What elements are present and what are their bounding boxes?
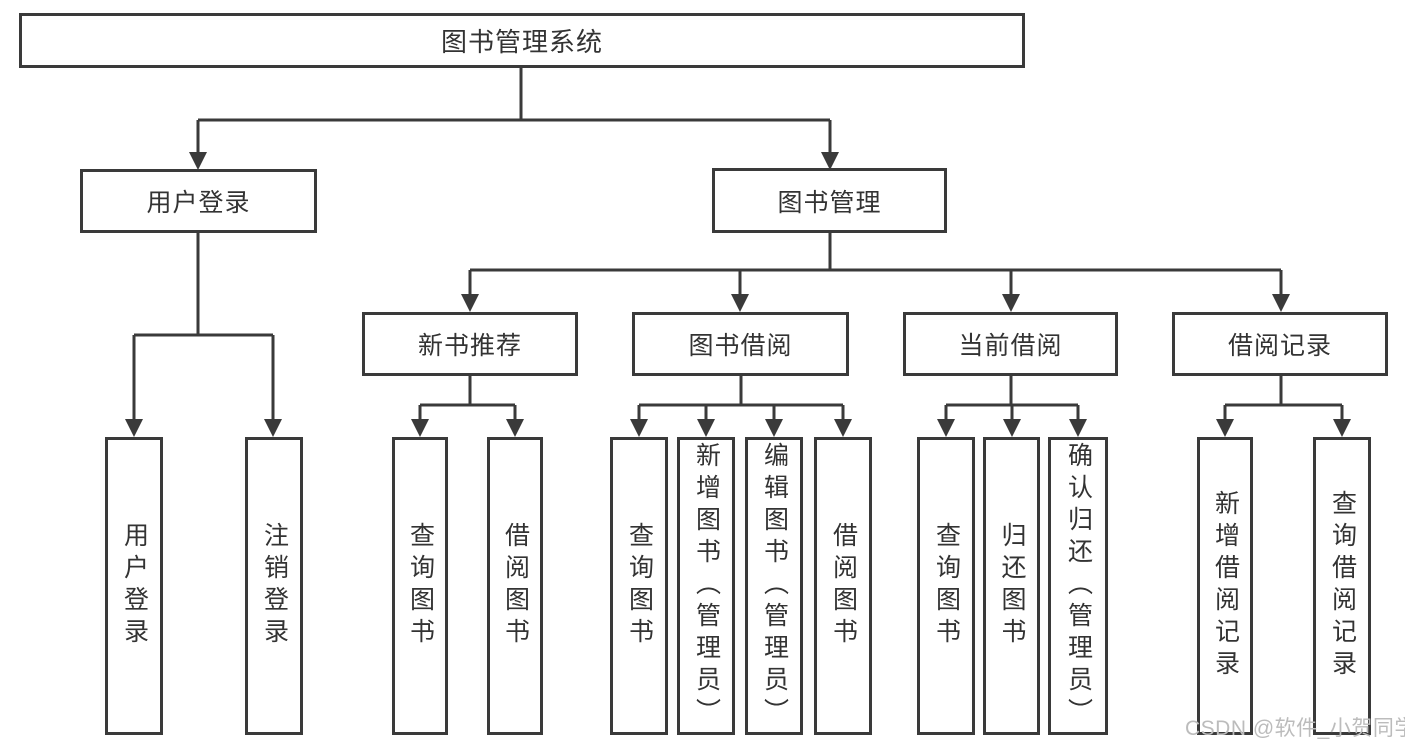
leaf-cb-confirm-return-admin-label: 确认归还（管理员）	[1064, 442, 1093, 730]
leaf-bb-add-books-admin: 新增图书（管理员）	[677, 437, 735, 735]
leaf-br-query-record: 查询借阅记录	[1313, 437, 1371, 735]
leaf-bb-edit-books-admin-label: 编辑图书（管理员）	[760, 442, 789, 730]
leaf-cb-query-books-label: 查询图书	[932, 522, 961, 650]
leaf-br-add-record-label: 新增借阅记录	[1211, 490, 1240, 682]
node-current-borrowing: 当前借阅	[903, 312, 1118, 376]
leaf-cb-query-books: 查询图书	[917, 437, 975, 735]
node-root-label: 图书管理系统	[440, 27, 603, 57]
leaf-logout-label: 注销登录	[260, 522, 289, 650]
node-new-book-recommend-label: 新书推荐	[417, 332, 522, 360]
leaf-cb-return-books: 归还图书	[983, 437, 1040, 735]
leaf-user-login: 用户登录	[105, 437, 163, 735]
node-book-management: 图书管理	[712, 168, 947, 233]
leaf-nb-query-books: 查询图书	[392, 437, 448, 735]
leaf-bb-borrow-books-label: 借阅图书	[829, 522, 858, 650]
node-book-borrowing-label: 图书借阅	[688, 332, 793, 360]
leaf-nb-query-books-label: 查询图书	[406, 522, 435, 650]
leaf-br-add-record: 新增借阅记录	[1197, 437, 1253, 735]
node-book-management-label: 图书管理	[777, 188, 882, 217]
node-new-book-recommend: 新书推荐	[362, 312, 578, 376]
csdn-watermark: CSDN @软件_小贺同学	[1185, 717, 1405, 740]
node-user-login-label: 用户登录	[146, 189, 251, 217]
node-root-system: 图书管理系统	[19, 13, 1025, 68]
node-book-borrowing: 图书借阅	[632, 312, 849, 376]
leaf-cb-return-books-label: 归还图书	[998, 522, 1026, 650]
leaf-bb-borrow-books: 借阅图书	[814, 437, 872, 735]
leaf-bb-query-books: 查询图书	[610, 437, 668, 735]
node-borrowing-records: 借阅记录	[1172, 312, 1388, 376]
leaf-br-query-record-label: 查询借阅记录	[1328, 490, 1357, 682]
leaf-user-login-label: 用户登录	[120, 522, 149, 650]
leaf-bb-query-books-label: 查询图书	[625, 522, 654, 650]
leaf-bb-edit-books-admin: 编辑图书（管理员）	[745, 437, 803, 735]
leaf-logout: 注销登录	[245, 437, 303, 735]
leaf-nb-borrow-books: 借阅图书	[487, 437, 543, 735]
node-user-login: 用户登录	[80, 169, 317, 233]
leaf-cb-confirm-return-admin: 确认归还（管理员）	[1048, 437, 1108, 735]
leaf-nb-borrow-books-label: 借阅图书	[501, 522, 530, 650]
node-borrowing-records-label: 借阅记录	[1227, 332, 1332, 360]
node-current-borrowing-label: 当前借阅	[958, 332, 1063, 360]
leaf-bb-add-books-admin-label: 新增图书（管理员）	[692, 442, 721, 730]
